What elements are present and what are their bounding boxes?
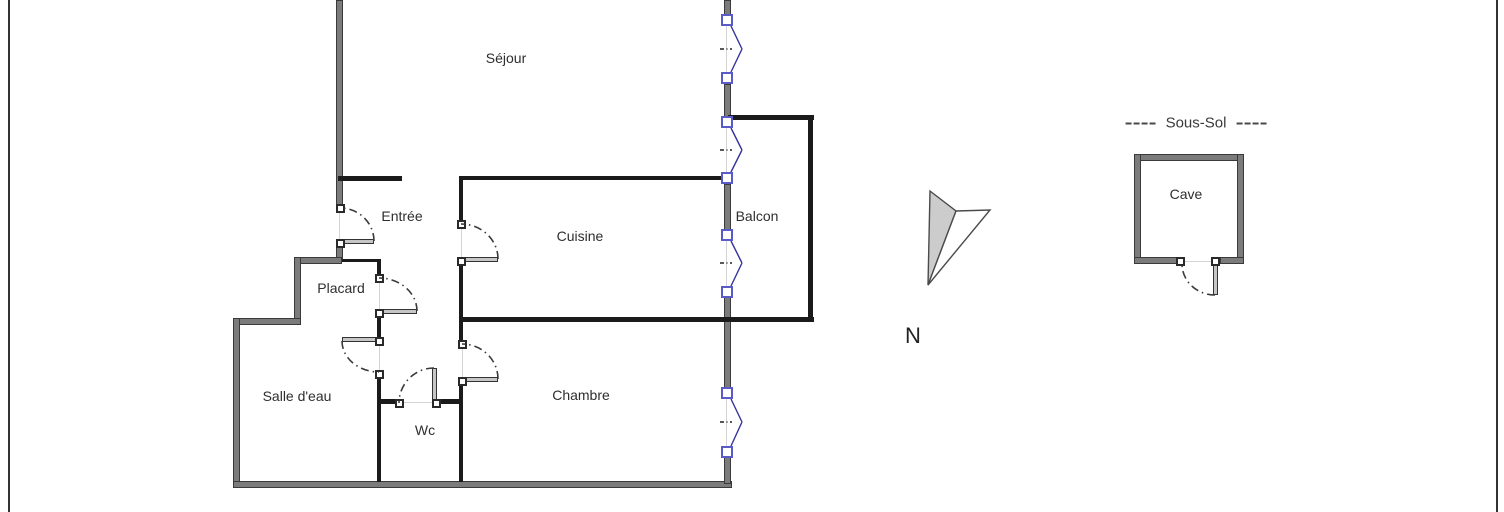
door-arc-chambre bbox=[461, 343, 499, 380]
opening-line bbox=[339, 213, 340, 239]
window-symbol bbox=[730, 127, 743, 173]
north-arrow-icon bbox=[927, 189, 992, 286]
header-dash-left bbox=[1125, 122, 1156, 124]
door-hinge-square bbox=[375, 309, 384, 318]
door-hinge-square bbox=[375, 337, 384, 346]
opening-line bbox=[462, 349, 463, 377]
wall-balcon-top bbox=[728, 115, 814, 120]
wall-placard-right-lower bbox=[377, 316, 381, 338]
door-hinge-square bbox=[1176, 257, 1185, 266]
wall-outer-bottom bbox=[233, 481, 732, 488]
window-frame-square bbox=[721, 72, 733, 84]
room-label-wc: Wc bbox=[414, 422, 436, 438]
door-hinge-square bbox=[458, 377, 467, 386]
door-hinge-square bbox=[457, 257, 466, 266]
door-hinge-square bbox=[395, 399, 404, 408]
wall-wc-top-left bbox=[377, 399, 397, 404]
wall-cuisine-left-lower bbox=[459, 263, 463, 342]
page-border-right bbox=[1496, 0, 1498, 512]
opening-line bbox=[379, 283, 380, 309]
wall-balcon-right bbox=[808, 115, 813, 322]
wall-placard-top-inner bbox=[342, 259, 380, 262]
window-leaf-lines bbox=[730, 25, 743, 447]
room-label-cuisine: Cuisine bbox=[556, 228, 604, 244]
opening-line bbox=[379, 346, 380, 370]
opening-line bbox=[404, 402, 432, 403]
room-label-salledeau: Salle d'eau bbox=[262, 388, 332, 404]
wall-wc-top-right bbox=[439, 399, 463, 404]
door-hinge-square bbox=[1211, 257, 1220, 266]
window-frame-square bbox=[721, 387, 733, 399]
room-label-entree: Entrée bbox=[381, 208, 423, 224]
door-arc-wc bbox=[398, 367, 435, 404]
door-arc-entree bbox=[340, 207, 375, 242]
window-frame-square bbox=[721, 286, 733, 298]
wall-sejour-entree bbox=[338, 176, 402, 181]
door-hinge-square bbox=[432, 399, 441, 408]
window-frame-square bbox=[721, 14, 733, 26]
window-symbol bbox=[730, 25, 743, 73]
window-frame-square bbox=[721, 172, 733, 184]
room-label-sejour: Séjour bbox=[485, 50, 527, 66]
wall-cave-bottom-right bbox=[1220, 257, 1244, 264]
wall-wc-left bbox=[377, 376, 381, 482]
window-frame-square bbox=[721, 446, 733, 458]
door-arc-salledeau bbox=[341, 340, 380, 373]
door-arcs bbox=[340, 207, 1216, 404]
room-label-placard: Placard bbox=[317, 280, 365, 296]
door-hinge-square bbox=[375, 370, 384, 379]
compass-north-label: N bbox=[905, 323, 921, 348]
opening-line bbox=[1185, 261, 1211, 262]
wall-chambre-top-balcon-bottom bbox=[459, 317, 814, 322]
basement-section-label: Sous-Sol bbox=[1165, 114, 1227, 132]
window-frame-square bbox=[721, 116, 733, 128]
window-symbol bbox=[730, 240, 743, 287]
room-label-cave: Cave bbox=[1169, 186, 1203, 202]
room-label-balcon: Balcon bbox=[735, 208, 779, 224]
opening-line bbox=[461, 229, 462, 257]
page-border-left bbox=[8, 0, 10, 512]
door-arc-cuisine bbox=[460, 223, 499, 260]
door-arc-placard bbox=[378, 277, 418, 312]
header-dash-right bbox=[1236, 122, 1267, 124]
window-frame-square bbox=[721, 229, 733, 241]
basement-section-header: Sous-Sol bbox=[1125, 114, 1267, 132]
wall-cuisine-top bbox=[459, 176, 728, 180]
wall-cuisine-left-upper bbox=[459, 176, 463, 222]
north-arrow-right-blade bbox=[927, 209, 992, 286]
room-label-chambre: Chambre bbox=[552, 387, 610, 403]
door-hinge-square bbox=[336, 239, 345, 248]
wall-placard-right-upper bbox=[377, 259, 381, 276]
window-symbol bbox=[730, 398, 743, 447]
window-center-dashes bbox=[720, 48, 732, 423]
wall-chambre-left-lower bbox=[459, 384, 463, 482]
door-arc-cave bbox=[1181, 263, 1216, 296]
